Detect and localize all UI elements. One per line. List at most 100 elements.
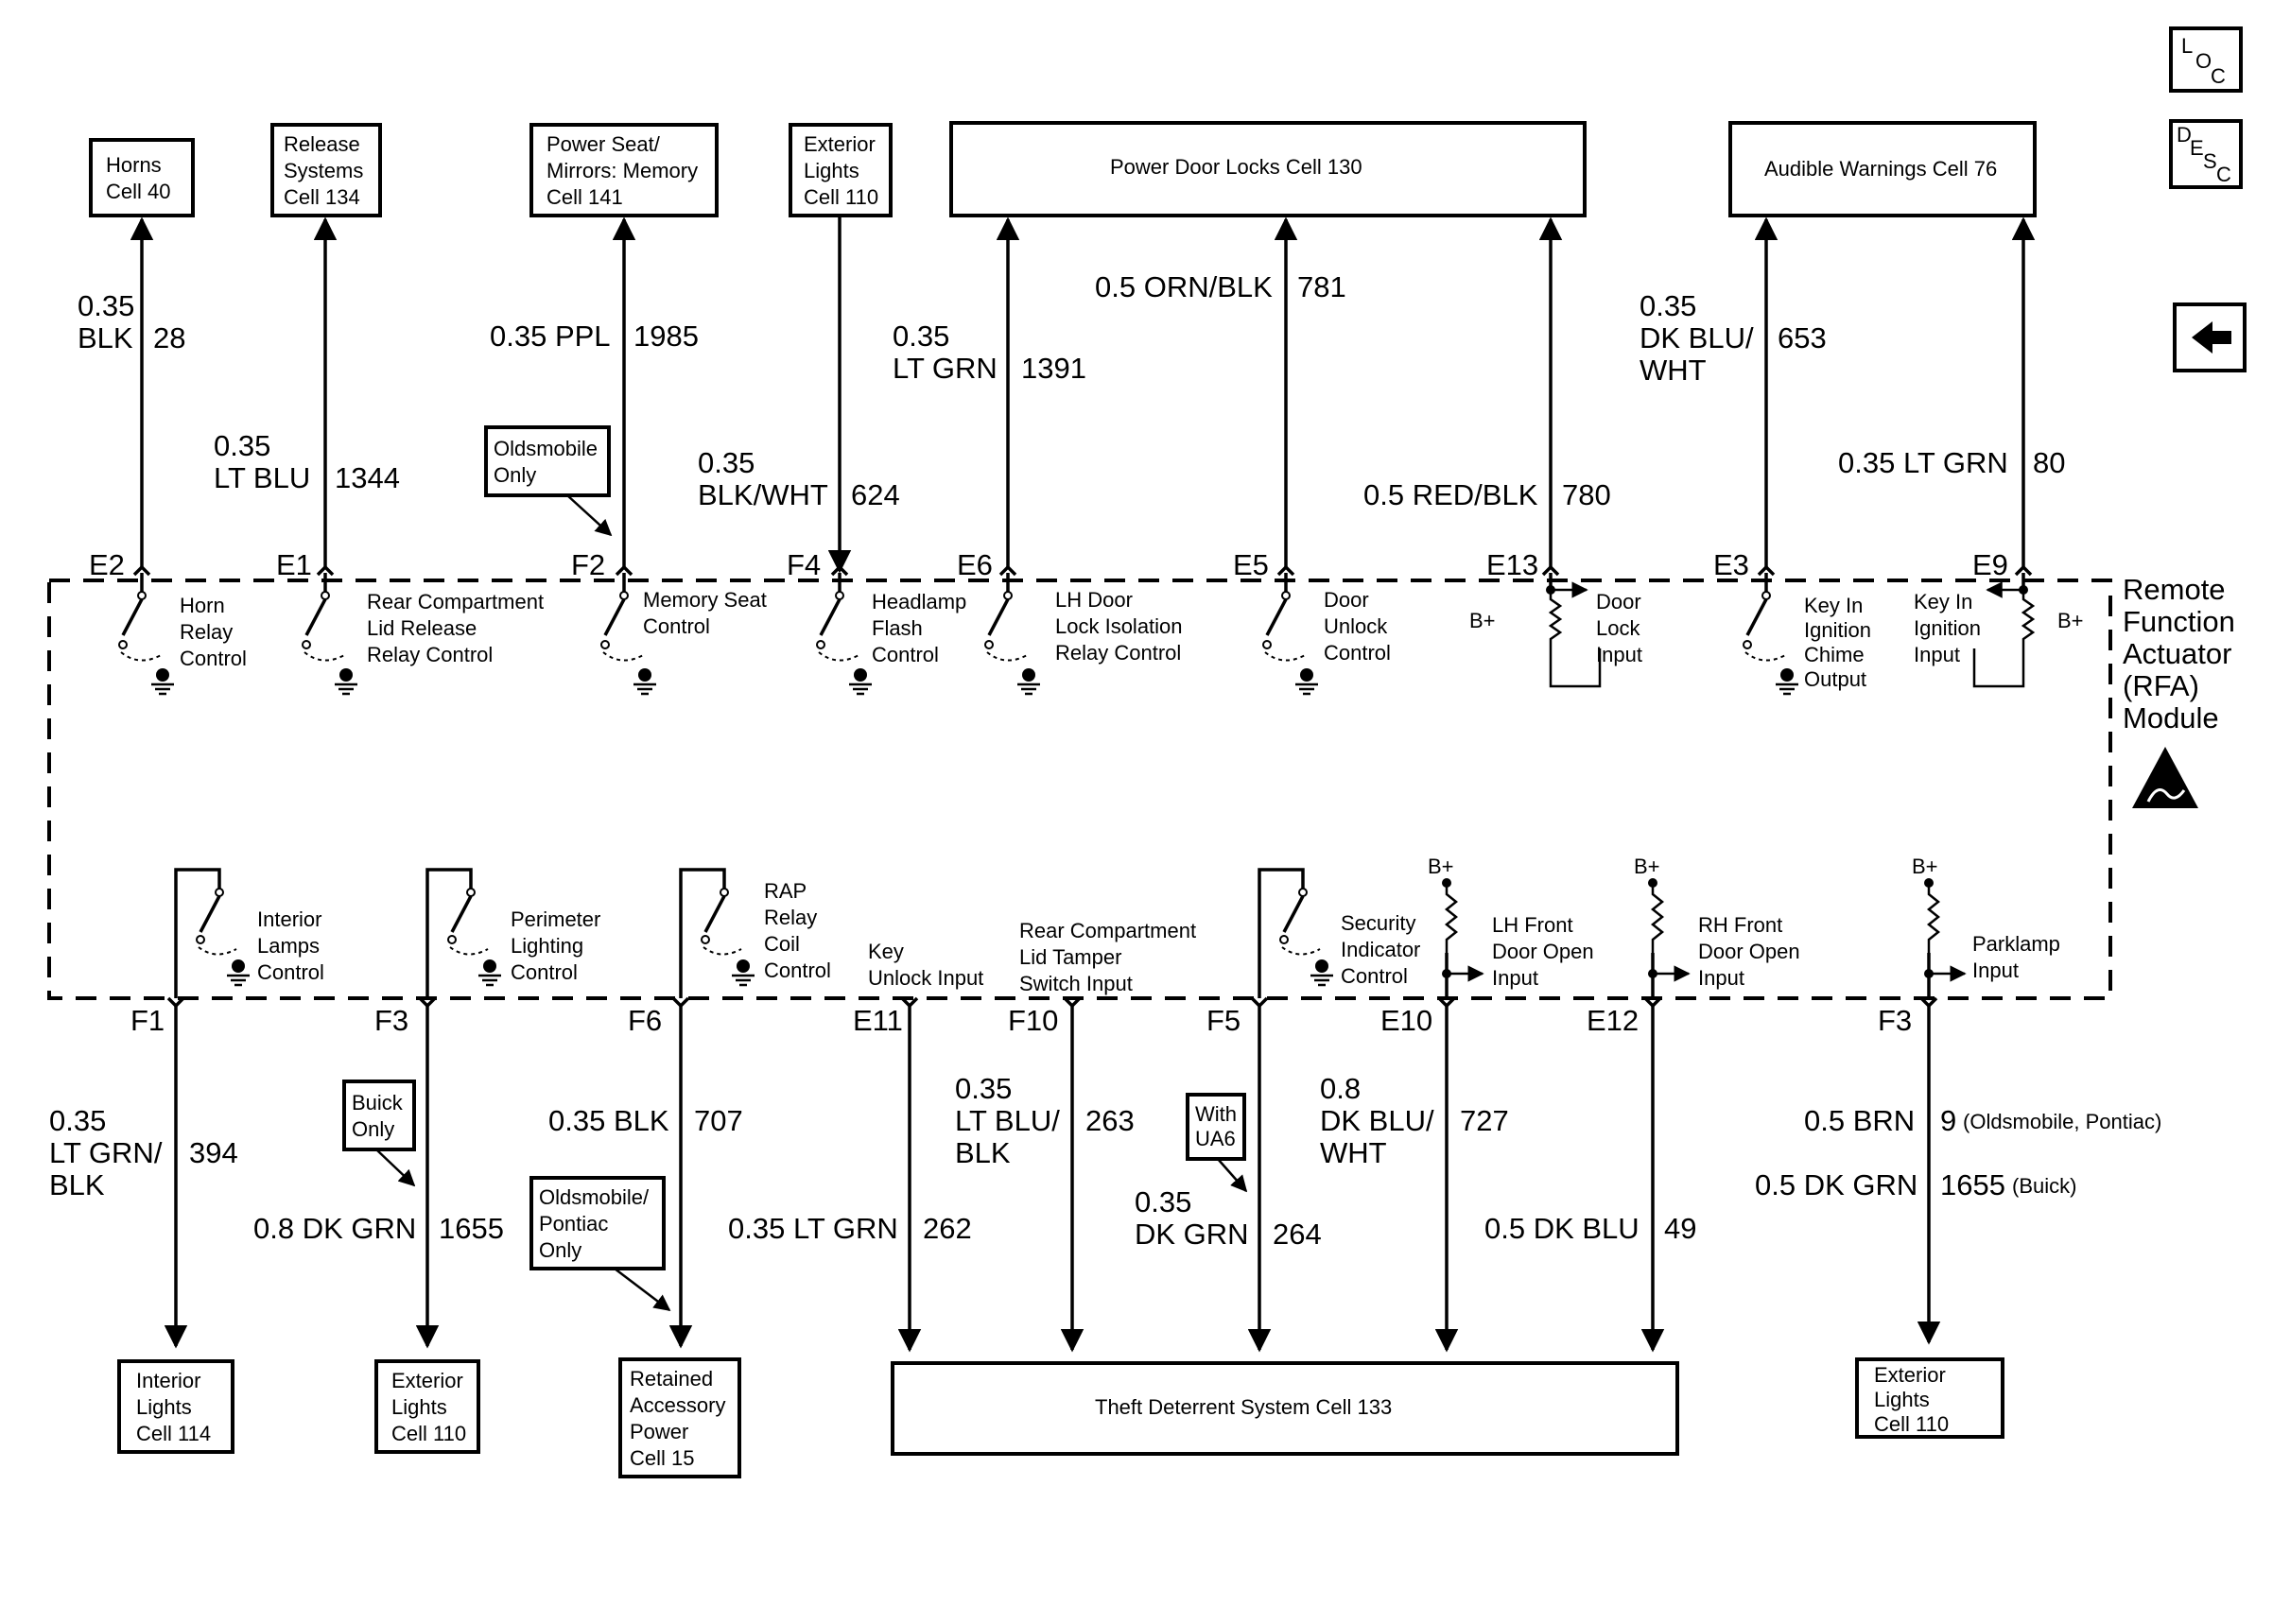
top-circuit-exterior-lights: Exterior Lights Cell 110 0.35 BLK/WHT 62… xyxy=(698,123,966,666)
top-circuit-door-unlock: 0.5 ORN/BLK 781 E5 Door Unlock Control xyxy=(1095,216,1391,665)
connector-chevron xyxy=(418,996,437,1009)
lh-front-gauge-2: DK BLU/ xyxy=(1320,1104,1434,1137)
switch-dotted-link xyxy=(449,946,489,956)
connector-chevron xyxy=(671,996,690,1009)
door-lock-input-bplus: B+ xyxy=(1469,609,1496,632)
key-chime-circuit: 653 xyxy=(1778,321,1827,354)
key-chime-gauge-3: WHT xyxy=(1640,354,1707,387)
bottom-circuit-perimeter: F3 Buick Only 0.8 DK GRN 1655 Exterior L… xyxy=(253,907,600,1454)
switch-dotted-link xyxy=(120,651,164,662)
interior-box-3: Cell 114 xyxy=(136,1422,211,1445)
audible-warnings-box[interactable] xyxy=(1728,121,2037,217)
rap-func-3: Coil xyxy=(764,932,800,956)
switch-contact xyxy=(1743,640,1752,649)
ext-lights-parklamp-box[interactable] xyxy=(1855,1357,2004,1439)
key-unlock-func-2: Unlock Input xyxy=(868,966,983,990)
rh-front-func-2: Door Open xyxy=(1698,940,1800,963)
switch-blade xyxy=(703,895,726,933)
lh-door-circuit: 1391 xyxy=(1021,352,1086,385)
switch-blade xyxy=(1282,895,1305,933)
resistor-icon xyxy=(1548,594,1563,645)
top-circuit-key-in-input: 0.35 LT GRN 80 E9 Key In Ignition Input … xyxy=(1838,216,2084,666)
theft-deterrent-box[interactable] xyxy=(891,1361,1679,1456)
power-door-locks-label: Power Door Locks Cell 130 xyxy=(1110,155,1362,179)
ext-lights-bottom-1: Exterior xyxy=(391,1369,463,1392)
rap-gauge: 0.35 BLK xyxy=(548,1104,669,1137)
key-input-circuit: 80 xyxy=(2033,446,2065,479)
ground-dot xyxy=(339,668,353,682)
horns-box[interactable] xyxy=(89,138,195,217)
loc-letter-l: L xyxy=(2181,34,2193,58)
bplus-lead xyxy=(1549,645,1602,688)
connector-chevron xyxy=(2014,564,2033,577)
rap-box[interactable] xyxy=(618,1357,741,1478)
switch-contact xyxy=(1262,640,1272,649)
power-seat-box[interactable] xyxy=(529,123,719,217)
desc-button[interactable]: D E S C xyxy=(2169,119,2243,189)
parklamp-pin: F3 xyxy=(1878,1004,1912,1037)
switch-dotted-link xyxy=(703,946,742,956)
door-lock-input-pin: E13 xyxy=(1486,548,1538,581)
parklamp-func-2: Input xyxy=(1972,959,2019,982)
power-seat-gauge: 0.35 PPL xyxy=(490,320,611,353)
desc-letter-s: S xyxy=(2203,149,2217,173)
tamper-func-3: Switch Input xyxy=(1019,972,1133,995)
rap-box-2: Accessory xyxy=(630,1393,725,1417)
key-chime-gauge-2: DK BLU/ xyxy=(1640,321,1754,354)
ext-lights-bottom-box[interactable] xyxy=(374,1359,480,1454)
switch-contact xyxy=(302,640,311,649)
ext-lights-pin: F4 xyxy=(787,548,821,581)
perimeter-gauge: 0.8 DK GRN xyxy=(253,1212,416,1245)
interior-func-3: Control xyxy=(257,960,324,984)
rap-box-1: Retained xyxy=(630,1367,713,1391)
key-unlock-func-1: Key xyxy=(868,940,904,963)
rap-note-2: Pontiac xyxy=(539,1212,608,1235)
door-lock-input-func-1: Door xyxy=(1596,590,1641,613)
connector-chevron xyxy=(615,564,633,577)
rap-func-4: Control xyxy=(764,959,831,982)
switch-blade xyxy=(987,598,1010,636)
lh-front-gauge-3: WHT xyxy=(1320,1136,1387,1169)
parklamp-gauge-2: 0.5 DK GRN xyxy=(1755,1168,1917,1201)
module-title-3: Actuator xyxy=(2123,637,2231,670)
back-button[interactable] xyxy=(2173,302,2247,372)
switch-contact xyxy=(137,591,147,600)
ext-lights-func-2: Flash xyxy=(872,616,923,640)
switch-dotted-link xyxy=(1281,946,1321,956)
ground-dot xyxy=(854,668,867,682)
ext-lights-func-3: Control xyxy=(872,643,939,666)
interior-lights-box[interactable] xyxy=(117,1359,234,1454)
switch-contact xyxy=(118,640,128,649)
switch-blade xyxy=(304,598,327,636)
release-box[interactable] xyxy=(270,123,382,217)
connector-chevron xyxy=(1919,996,1938,1009)
rh-front-gauge: 0.5 DK BLU xyxy=(1484,1212,1640,1245)
lh-front-func-3: Input xyxy=(1492,966,1538,990)
switch-contact xyxy=(701,935,710,944)
power-seat-func-1: Memory Seat xyxy=(643,588,767,612)
switch-contact xyxy=(816,640,825,649)
door-unlock-circuit: 781 xyxy=(1297,270,1346,303)
top-circuit-horns: Horns Cell 40 0.35 BLK 28 E2 Horn Relay … xyxy=(78,138,247,670)
ext-lights-top-box[interactable] xyxy=(789,123,893,217)
module-title-2: Function xyxy=(2123,605,2235,638)
key-chime-func-1: Key In xyxy=(1804,594,1863,617)
rap-note-1: Oldsmobile/ xyxy=(539,1185,650,1209)
switch-frame xyxy=(1258,868,1305,998)
ground-dot xyxy=(1780,668,1794,682)
bottom-circuit-rh-front-door: E12 0.5 DK BLU 49 B+ RH Front Door Open … xyxy=(1484,855,1800,1353)
loc-button[interactable]: L O C xyxy=(2169,26,2243,93)
power-seat-note-2: Only xyxy=(494,463,536,487)
ext-lights-parklamp-3: Cell 110 xyxy=(1874,1412,1949,1436)
power-door-locks-box[interactable] xyxy=(949,121,1587,217)
key-input-bplus: B+ xyxy=(2057,609,2084,632)
switch-contact xyxy=(619,591,629,600)
ext-lights-top-line1: Exterior xyxy=(804,132,876,156)
release-box-line2: Systems xyxy=(284,159,363,182)
release-circuit: 1344 xyxy=(335,461,400,494)
ground-dot xyxy=(1315,959,1328,973)
tamper-func-1: Rear Compartment xyxy=(1019,919,1196,942)
module-title-5: Module xyxy=(2123,701,2219,734)
release-gauge-2: LT BLU xyxy=(214,461,310,494)
tamper-gauge-3: BLK xyxy=(955,1136,1011,1169)
